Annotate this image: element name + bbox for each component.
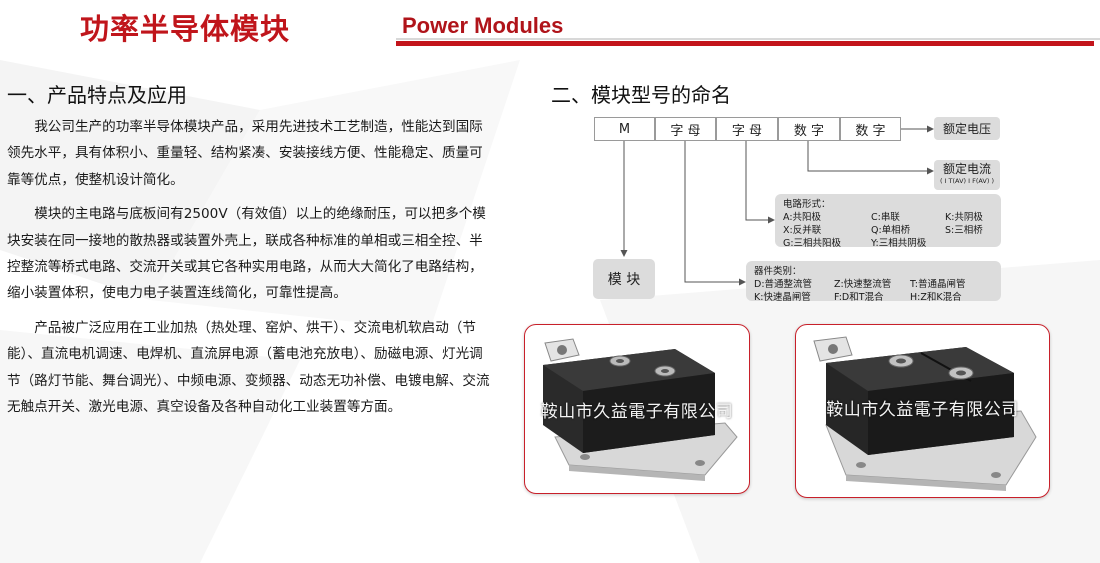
page-title-cn: 功率半导体模块 [80,12,291,46]
module-illustration [813,336,1037,491]
device-type-row: K:快速晶闸管 F:D和T混合 H:Z和K混合 [754,291,993,304]
circuit-form-item: C:串联 [871,212,900,223]
header-rule-gray [396,38,1100,40]
circuit-form-item: X:反并联 [783,225,822,236]
module-label-box: 模 块 [593,259,655,299]
rated-voltage-label: 额定电压 [934,117,1000,140]
product-photo-2: 鞍山市久益電子有限公司 [795,324,1050,498]
paragraph-1: 我公司生产的功率半导体模块产品，采用先进技术工艺制造，性能达到国际领先水平，具有… [7,119,483,188]
circuit-form-item: Y:三相共阴极 [871,238,927,249]
rated-current-subscript: ( I T(AV) I F(AV) ) [939,177,995,185]
circuit-form-box: 电路形式： A:共阳极 C:串联 K:共阴极 X:反并联 Q:单相桥 S:三相桥… [775,194,1001,250]
device-type-item: Z:快速整流管 [834,279,892,290]
watermark-right: 鞍山市久益電子有限公司 [826,400,1019,420]
circuit-form-row: G:三相共阳极 Y:三相共阴极 [783,237,993,250]
page-title-en: Power Modules [402,13,564,38]
code-box-digit-1: 数 字 [778,117,840,141]
device-type-item: D:普通整流管 [754,279,813,290]
paragraph-2: 模块的主电路与底板间有2500V（有效值）以上的绝缘耐压，可以把多个模块安装在同… [7,206,486,302]
circuit-form-item: K:共阴极 [945,212,983,223]
circuit-form-row: A:共阳极 C:串联 K:共阴极 [783,211,993,224]
module-illustration [543,338,738,481]
device-type-title: 器件类别： [754,266,802,277]
circuit-form-row: X:反并联 Q:单相桥 S:三相桥 [783,224,993,237]
paragraph-3: 产品被广泛应用在工业加热（热处理、窑炉、烘干）、交流电机软启动（节能）、直流电机… [7,319,490,416]
circuit-form-title: 电路形式： [783,199,831,210]
circuit-form-item: Q:单相桥 [871,225,911,236]
section-heading-naming: 二、模块型号的命名 [551,83,731,107]
rated-current-text: 额定电流 [942,162,991,176]
circuit-form-item: G:三相共阳极 [783,238,842,249]
features-text: 我公司生产的功率半导体模块产品，采用先进技术工艺制造，性能达到国际领先水平，具有… [7,114,493,428]
device-type-item: H:Z和K混合 [910,292,962,303]
product-photo-1: 鞍山市久益電子有限公司 [524,324,750,494]
rated-current-label: 额定电流 ( I T(AV) I F(AV) ) [934,160,1000,190]
code-box-digit-2: 数 字 [840,117,901,141]
device-type-item: F:D和T混合 [834,292,884,303]
code-box-m: M [594,117,655,141]
device-type-item: K:快速晶闸管 [754,292,811,303]
circuit-form-item: A:共阳极 [783,212,822,223]
section-heading-features: 一、产品特点及应用 [7,83,187,107]
device-type-item: T:普通晶闸管 [910,279,966,290]
header-rule-red [396,41,1094,46]
device-type-box: 器件类别： D:普通整流管 Z:快速整流管 T:普通晶闸管 K:快速晶闸管 F:… [746,261,1001,304]
code-box-letter-2: 字 母 [716,117,778,141]
device-type-row: D:普通整流管 Z:快速整流管 T:普通晶闸管 [754,278,993,291]
watermark-left: 鞍山市久益電子有限公司 [540,402,734,422]
code-box-letter-1: 字 母 [655,117,716,141]
circuit-form-item: S:三相桥 [945,225,983,236]
